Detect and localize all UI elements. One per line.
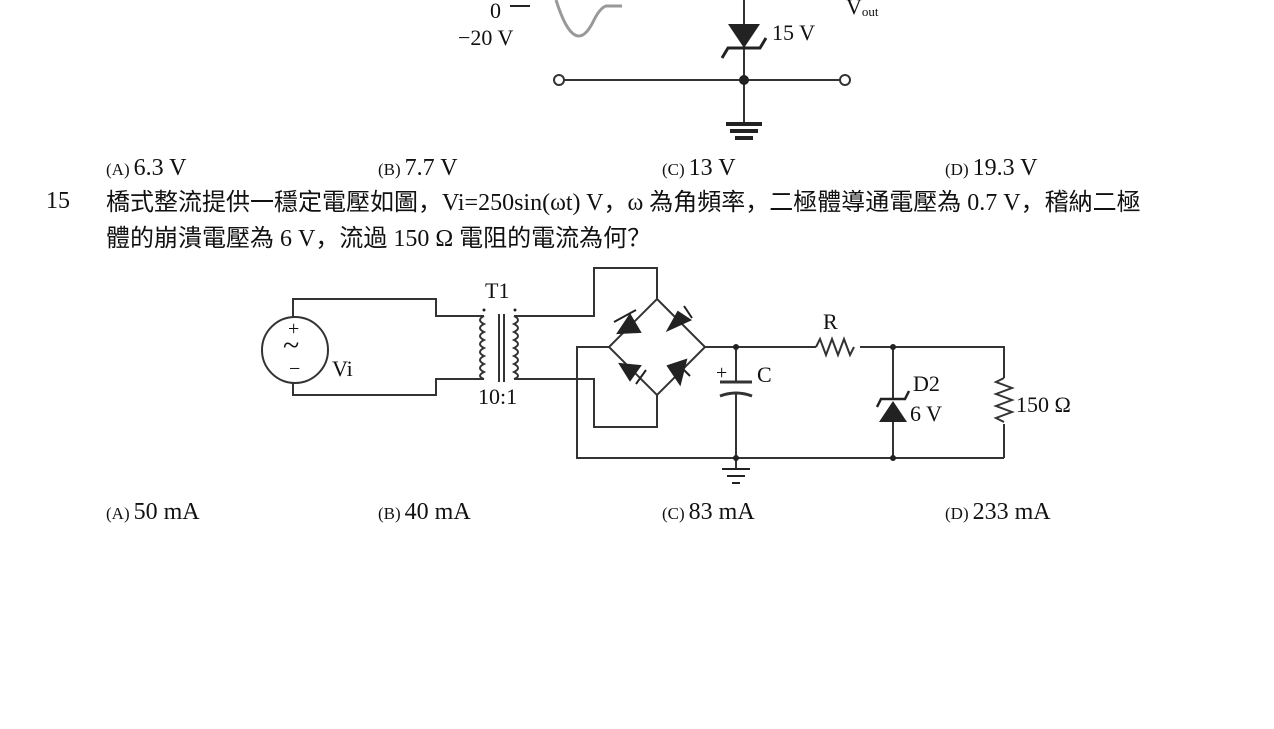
series-resistor bbox=[815, 336, 855, 358]
source-tilde-icon: ~ bbox=[283, 329, 300, 362]
diode-d-upper-right bbox=[665, 310, 693, 333]
axis-min-label: −20 V bbox=[458, 25, 514, 50]
q15-option-d: (D)233 mA bbox=[945, 499, 1051, 525]
capacitor-label: C bbox=[757, 362, 772, 387]
source-plus-sign: + bbox=[288, 318, 300, 340]
capacitor-plus-sign: + bbox=[716, 362, 728, 384]
q15-option-b: (B)40 mA bbox=[378, 499, 471, 525]
zener-voltage-label: 15 V bbox=[772, 20, 815, 45]
prev-option-c: (C)13 V bbox=[662, 155, 736, 181]
load-resistor bbox=[993, 377, 1015, 423]
zener-diode-15v bbox=[728, 24, 760, 48]
ground-icon bbox=[726, 122, 762, 140]
question-number: 15 bbox=[46, 188, 70, 214]
source-label: Vi bbox=[332, 356, 353, 381]
vout-label: Vout bbox=[846, 0, 879, 19]
zener-voltage-label-q15: 6 V bbox=[910, 401, 942, 426]
transformer-ratio-label: 10:1 bbox=[478, 384, 518, 409]
zener-diode-d2 bbox=[879, 401, 907, 422]
ground-icon-q15 bbox=[722, 468, 750, 484]
terminal-left bbox=[553, 74, 565, 86]
zener-label: D2 bbox=[913, 371, 940, 396]
axis-zero-label: 0 bbox=[490, 0, 501, 23]
q15-option-a: (A)50 mA bbox=[106, 499, 200, 525]
terminal-right bbox=[839, 74, 851, 86]
bridge-diamond bbox=[607, 297, 707, 397]
diode-d-lower-left bbox=[618, 362, 642, 382]
question-text-line2: 體的崩潰電壓為 6 V，流過 150 Ω 電阻的電流為何？ bbox=[106, 226, 652, 252]
transformer-label: T1 bbox=[485, 278, 510, 303]
prev-option-b: (B)7.7 V bbox=[378, 155, 458, 181]
load-resistor-label: 150 Ω bbox=[1016, 392, 1071, 417]
q15-option-c: (C)83 mA bbox=[662, 499, 755, 525]
question-text-line1: 橋式整流提供一穩定電壓如圖，Vi=250sin(ωt) V，ω 為角頻率，二極體… bbox=[106, 190, 1141, 216]
diode-d-upper-left bbox=[616, 313, 642, 335]
ac-source bbox=[261, 316, 329, 384]
prev-option-a: (A)6.3 V bbox=[106, 155, 187, 181]
resistor-label: R bbox=[823, 309, 838, 334]
transformer-primary-coil bbox=[479, 315, 487, 380]
bridge-diodes bbox=[613, 305, 693, 387]
junction-node bbox=[739, 75, 749, 85]
diode-d-lower-right bbox=[666, 358, 688, 387]
transformer-secondary-coil bbox=[511, 315, 519, 380]
source-minus-sign: − bbox=[289, 358, 301, 380]
prev-option-d: (D)19.3 V bbox=[945, 155, 1038, 181]
